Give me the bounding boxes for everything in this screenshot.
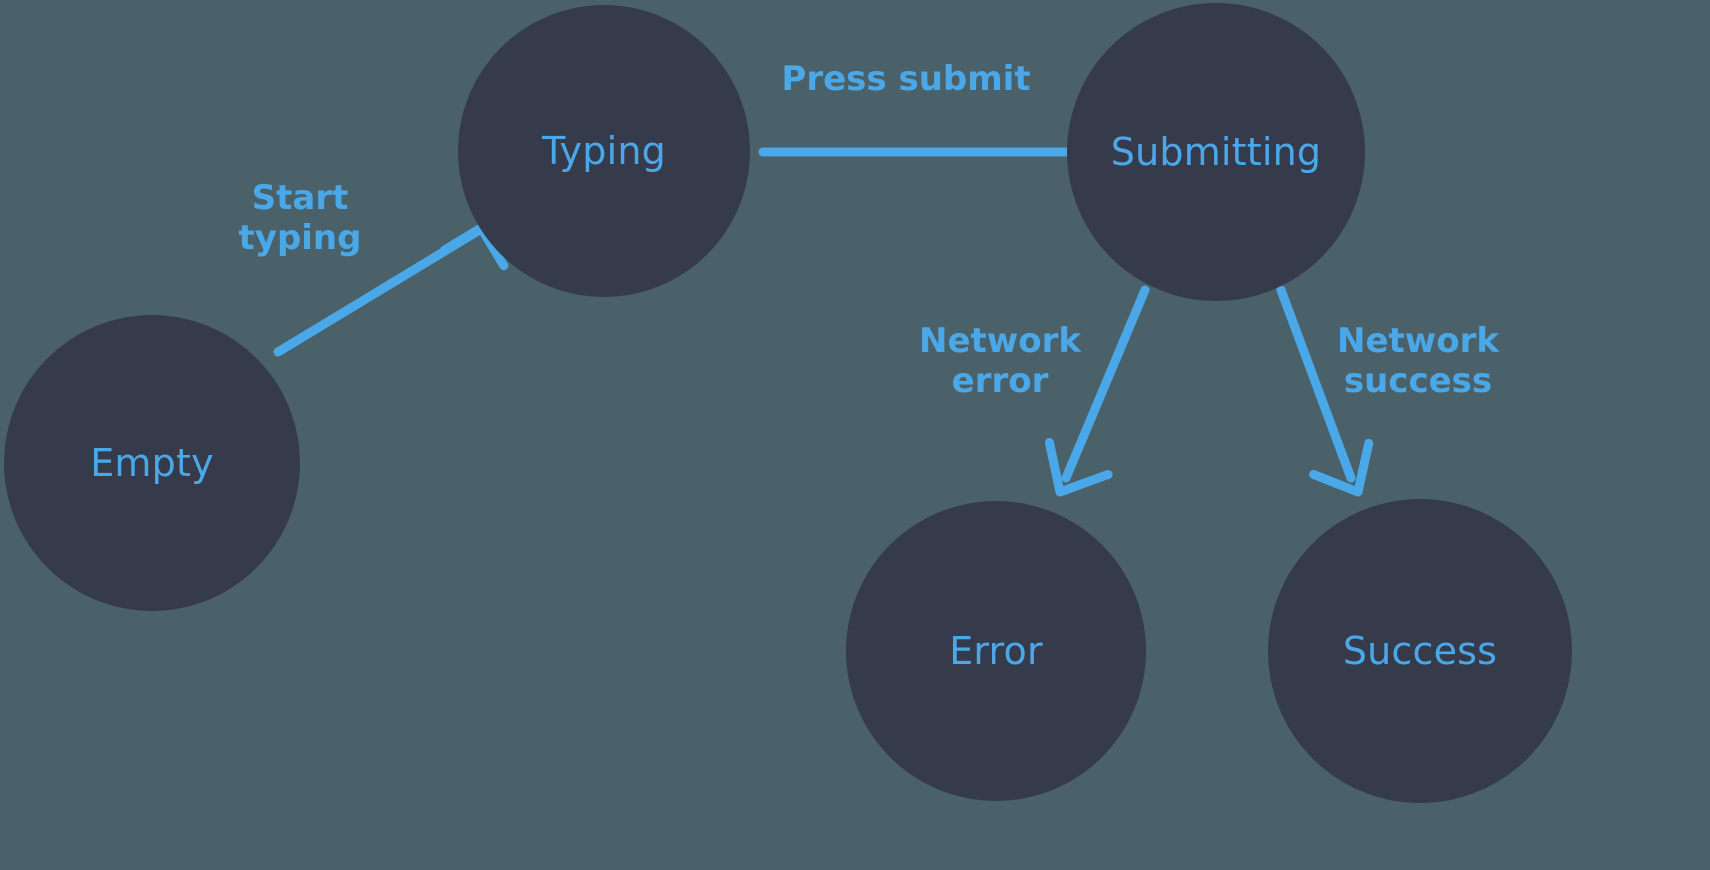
edge-label-network-success: Network success bbox=[1337, 321, 1499, 401]
state-node-success[interactable]: Success bbox=[1268, 499, 1572, 803]
state-node-submitting-label: Submitting bbox=[1110, 130, 1322, 174]
state-node-typing[interactable]: Typing bbox=[458, 5, 750, 297]
state-node-typing-label: Typing bbox=[542, 129, 666, 173]
state-node-error-label: Error bbox=[949, 629, 1043, 673]
edge-label-press-submit: Press submit bbox=[781, 59, 1031, 100]
edge-label-start-typing: Start typing bbox=[238, 178, 362, 258]
state-node-empty-label: Empty bbox=[90, 441, 214, 485]
state-node-empty[interactable]: Empty bbox=[4, 315, 300, 611]
edge-label-network-error: Network error bbox=[919, 321, 1081, 401]
edge-network-error-arrow bbox=[1044, 285, 1150, 497]
state-node-error[interactable]: Error bbox=[846, 501, 1146, 801]
edge-network-success-arrow bbox=[1276, 285, 1374, 497]
state-node-success-label: Success bbox=[1342, 629, 1498, 673]
state-node-submitting[interactable]: Submitting bbox=[1067, 3, 1365, 301]
